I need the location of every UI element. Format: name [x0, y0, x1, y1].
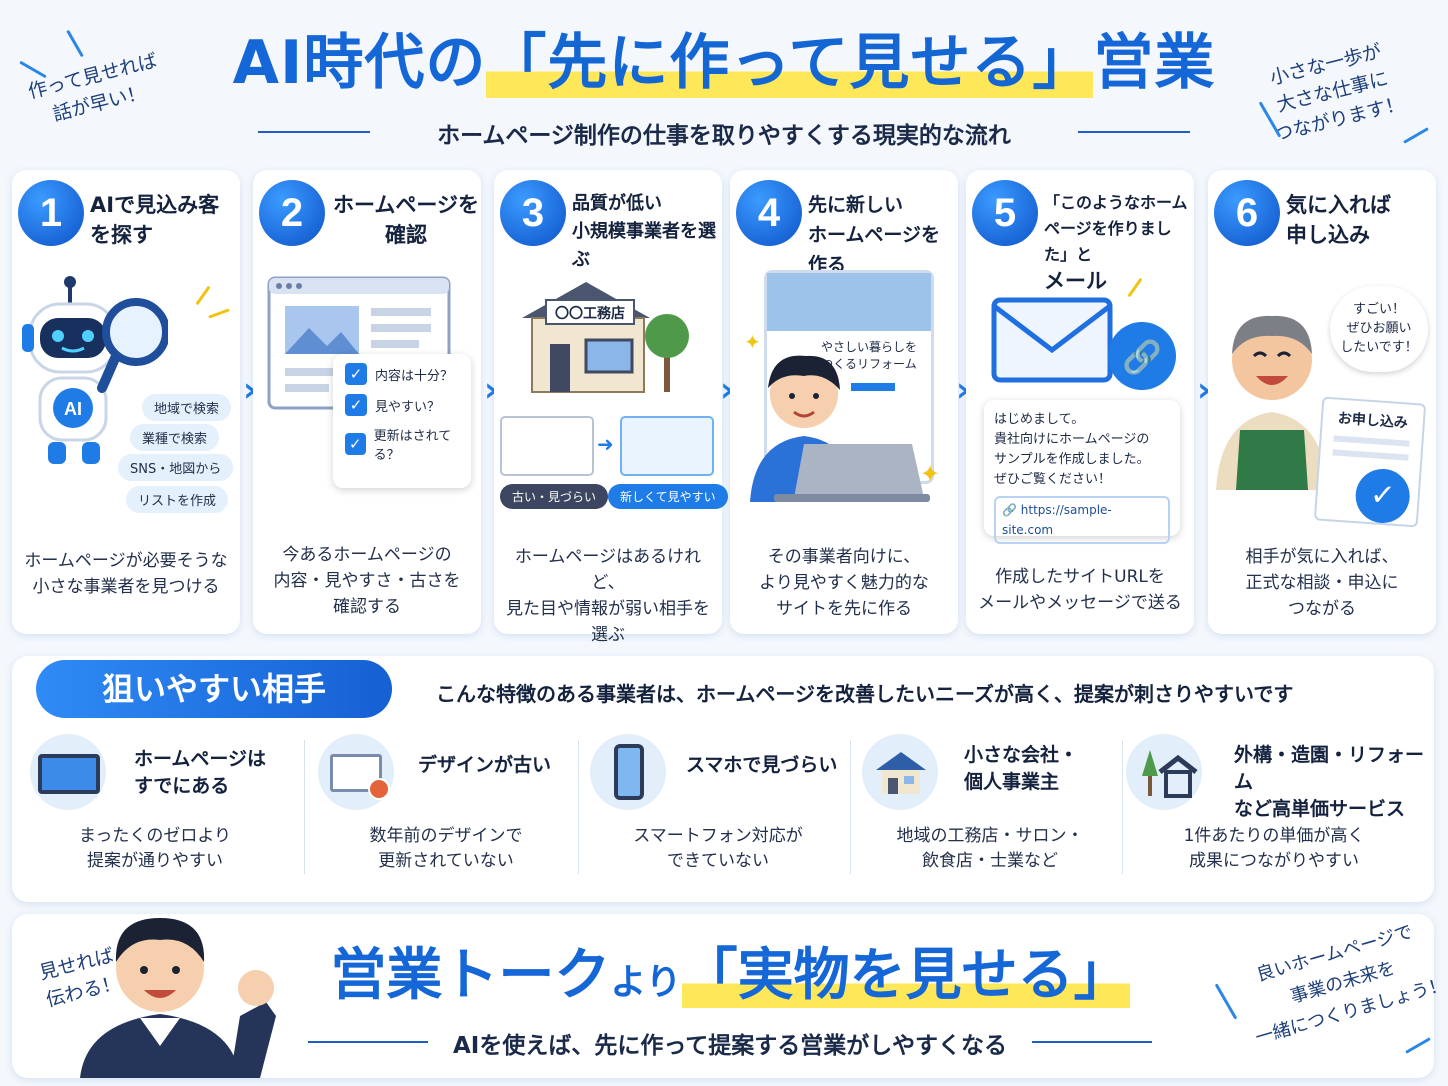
sparkle-icon: ✦: [920, 460, 941, 488]
mail-envelope-icon: 🔗: [991, 297, 1176, 390]
step-card-4: 4 先に新しいホームページを作る やさしい暮らしをつくるリフォーム ✦ ✦ その…: [730, 170, 958, 634]
shop-owner-icon: [1216, 315, 1328, 490]
sparkle-icon: ✦: [744, 330, 761, 354]
step-number: 6: [1214, 180, 1280, 246]
check-circle-icon: ✓: [1353, 467, 1412, 525]
subtitle-line-left: [308, 1041, 428, 1043]
label-new: 新しくて見やすい: [608, 484, 728, 509]
target-item: 小さな会社・個人事業主 地域の工務店・サロン・飲食店・士業など: [862, 734, 1118, 884]
step-card-3: 3 品質が低い小規模事業者を選ぶ 〇〇工務店 ➜ 古い・見づらい 新しくて見やす…: [494, 170, 728, 645]
step-title: 気に入れば申し込み: [1286, 193, 1391, 247]
step-card-1: 1 AIで見込み客を探す AI 地域で検索 業種で検索 SNS・地図から リスト…: [12, 170, 240, 634]
step-card-6: 6 気に入れば申し込み すごい！ぜひお願いしたいです！ お申し込み ✓ 相手が気…: [1208, 170, 1436, 634]
step-card-5: 5 「このようなホームページを作りました」とメール 🔗 はじめまして。貴社向けに…: [966, 170, 1194, 634]
step-number: 4: [736, 180, 802, 246]
pill: 業種で検索: [130, 424, 220, 451]
presenter-icon: [80, 918, 276, 1078]
step-title: AIで見込み客を探す: [90, 193, 220, 247]
subtitle-line-right: [1032, 1041, 1152, 1043]
targets-badge: 狙いやすい相手: [36, 660, 392, 718]
target-desc: 1件あたりの単価が高く成果につながりやすい: [1183, 826, 1365, 871]
target-desc: まったくのゼロより提案が通りやすい: [79, 826, 231, 871]
robot-icon: AI: [22, 276, 168, 464]
target-title: ホームページはすでにある: [134, 748, 267, 797]
clock-icon: [368, 778, 390, 800]
laptop-icon: [38, 754, 100, 794]
svg-text:🔗: 🔗: [1122, 338, 1162, 376]
target-title: 外構・造園・リフォームなど高単価サービス: [1234, 744, 1425, 820]
application-form: お申し込み ✓: [1313, 396, 1427, 528]
pill: 地域で検索: [142, 394, 232, 421]
step-desc: 相手が気に入れば、正式な相談・申込につながる: [1245, 547, 1399, 619]
step-number: 5: [972, 180, 1038, 246]
step-title: 品質が低い小規模事業者を選ぶ: [572, 193, 716, 270]
divider: [850, 740, 851, 874]
small-house-icon: [876, 752, 926, 794]
new-site-thumb: [620, 416, 714, 476]
old-site-thumb: [500, 416, 594, 476]
spark: [195, 285, 211, 306]
target-item: ホームページはすでにある まったくのゼロより提案が通りやすい: [30, 734, 300, 884]
checkbox-checked-icon: ✓: [345, 433, 366, 455]
divider: [578, 740, 579, 874]
chevron-right-icon: ›: [1196, 370, 1211, 410]
step-title: 「このようなホームページを作りました」とメール: [1044, 193, 1188, 293]
target-title: デザインが古い: [418, 754, 552, 776]
spark: [208, 308, 230, 319]
target-title: スマホで見づらい: [686, 754, 838, 776]
target-title: 小さな会社・個人事業主: [964, 744, 1079, 793]
target-desc: 数年前のデザインで更新されていない: [369, 826, 523, 871]
label-old: 古い・見づらい: [500, 484, 609, 509]
old-design-icon: [330, 754, 382, 792]
link-icon: 🔗: [1002, 503, 1021, 517]
house-tree-tools-icon: [1142, 750, 1198, 798]
step-title: 先に新しいホームページを作る: [808, 194, 941, 276]
targets-lead: こんな特徴のある事業者は、ホームページを改善したいニーズが高く、提案が刺さりやす…: [436, 682, 1294, 706]
divider: [1122, 740, 1123, 874]
target-desc: スマートフォン対応ができていない: [633, 826, 803, 871]
person-laptop-icon: [750, 355, 930, 502]
page-subtitle: ホームページ制作の仕事を取りやすくする現実的な流れ: [437, 123, 1011, 149]
step-desc: ホームページが必要そうな小さな事業者を見つける: [24, 551, 228, 597]
step-card-2: 2 ホームページを確認 ✓内容は十分？ ✓見やすい？ ✓更新はされてる？ 今ある…: [253, 170, 481, 634]
svg-text:〇〇工務店: 〇〇工務店: [555, 305, 625, 322]
bottom-subtitle: AIを使えば、先に作って提案する営業がしやすくなる: [453, 1033, 1007, 1059]
step-number: 3: [500, 180, 566, 246]
subtitle-line-right: [1078, 131, 1190, 133]
pill: リストを作成: [126, 486, 229, 513]
svg-text:AI: AI: [64, 399, 82, 419]
target-item: 外構・造園・リフォームなど高単価サービス 1件あたりの単価が高く成果につながりや…: [1126, 734, 1426, 884]
bottom-title: 営業トークより「実物を見せる」: [330, 943, 1130, 1008]
mail-message: はじめまして。貴社向けにホームページのサンプルを作成しました。ぜひご覧ください！…: [984, 400, 1180, 544]
shop-building-icon: 〇〇工務店: [522, 282, 689, 393]
target-desc: 地域の工務店・サロン・飲食店・士業など: [896, 826, 1084, 871]
sample-url-link[interactable]: 🔗 https://sample-site.com: [994, 496, 1170, 544]
step-desc: ホームページはあるけれど、見た目や情報が弱い相手を選ぶ: [506, 547, 710, 645]
smartphone-icon: [614, 744, 644, 800]
step-number: 2: [259, 180, 325, 246]
target-item: スマホで見づらい スマートフォン対応ができていない: [590, 734, 846, 884]
step-desc: 作成したサイトURLをメールやメッセージで送る: [978, 567, 1182, 613]
step-desc: 今あるホームページの内容・見やすさ・古さを確認する: [273, 545, 461, 617]
speech-bubble: すごい！ぜひお願いしたいです！: [1330, 286, 1428, 372]
checkbox-checked-icon: ✓: [345, 394, 367, 416]
title-highlight: 「先に作って見せる」: [486, 28, 1094, 98]
divider: [304, 740, 305, 874]
page-title: AI時代の「先に作って見せる」営業: [232, 28, 1216, 98]
pill: SNS・地図から: [118, 454, 234, 481]
checklist: ✓内容は十分？ ✓見やすい？ ✓更新はされてる？: [333, 354, 471, 488]
step-title: ホームページを確認: [333, 193, 479, 247]
subtitle-line-left: [258, 131, 370, 133]
step-number: 1: [18, 180, 84, 246]
checkbox-checked-icon: ✓: [345, 363, 367, 385]
step-desc: その事業者向けに、より見やすく魅力的なサイトを先に作る: [759, 547, 929, 619]
arrow-right-icon: ➜: [597, 432, 614, 456]
target-item: デザインが古い 数年前のデザインで更新されていない: [318, 734, 574, 884]
